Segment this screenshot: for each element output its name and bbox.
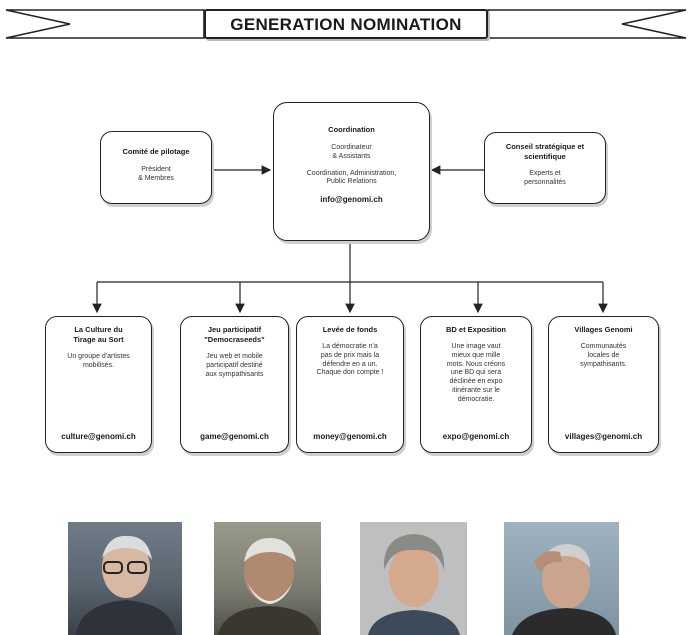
steering-committee-line-2: & Membres (138, 174, 174, 182)
sub-box-title-2: "Democraseeds" (204, 335, 265, 344)
sub-box-text-line: mots. Nous créons (446, 360, 506, 368)
sub-box-text-line: pas de prix mais la (320, 351, 380, 359)
sub-box-title: Villages Genomi (574, 325, 633, 334)
sub-box-text-line: participatif destiné (206, 361, 263, 369)
sub-box-text-line: Un groupe d'artistes (67, 353, 130, 360)
left-ribbon (5, 9, 205, 39)
sub-box-title: Jeu participatif (207, 325, 262, 334)
strategic-council-title-1: Conseil stratégique et (505, 142, 585, 151)
coordination-line-1: Coordinateur (331, 144, 372, 151)
sub-box-email: money@genomi.ch (313, 432, 387, 441)
sub-box-text-line: itinérante sur le (452, 386, 500, 394)
strategic-council-line-1: Experts et (529, 170, 561, 177)
sub-box-email: culture@genomi.ch (61, 432, 136, 441)
sub-box-2: Jeu participatif"Democraseeds" Jeu web et… (180, 316, 289, 453)
sub-box-email: game@genomi.ch (200, 432, 269, 441)
portrait-photo-1 (68, 522, 182, 635)
portrait-photo-2 (214, 522, 321, 635)
coordination-line-3: Coordination, Administration, (306, 169, 397, 177)
sub-box-text-line: déclinée en expo (449, 378, 503, 386)
sub-box-title: Levée de fonds (322, 325, 378, 334)
sub-box-text-line: La démocratie n'a (322, 343, 378, 350)
steering-committee-box: Comité de pilotage Président & Membres (100, 131, 212, 204)
page-title: GENERATION NOMINATION (204, 9, 488, 39)
sub-box-text-line: une BD qui sera (450, 369, 502, 377)
portrait-photo-3 (360, 522, 467, 635)
strategic-council-line-2: personnalités (524, 178, 566, 186)
sub-box-email: expo@genomi.ch (442, 432, 510, 441)
sub-box-text-line: Chaque don compte ! (316, 369, 384, 377)
strategic-council-title-2: scientifique (524, 152, 566, 161)
sub-box-title-2: Tirage au Sort (73, 335, 124, 344)
coordination-email: info@genomi.ch (320, 195, 383, 205)
coordination-box: Coordination Coordinateur & Assistants C… (273, 102, 430, 241)
sub-box-text-line: aux sympathisants (205, 370, 264, 378)
sub-box-text-line: mieux que mille (451, 351, 501, 359)
sub-box-text-line: locales de (587, 351, 620, 359)
sub-box-email: villages@genomi.ch (564, 432, 643, 441)
steering-committee-title: Comité de pilotage (122, 147, 190, 156)
sub-box-text-line: démocratie. (457, 395, 495, 403)
sub-box-text-line: mobilisés. (82, 361, 115, 369)
coordination-line-4: Public Relations (326, 178, 377, 186)
coordination-title: Coordination (328, 125, 375, 134)
sub-box-title: La Culture du (74, 325, 123, 334)
right-ribbon (487, 9, 687, 39)
sub-box-text-line: défendre en a un. (322, 360, 378, 368)
coordination-line-2: & Assistants (332, 152, 371, 160)
sub-box-text-line: sympathisants. (580, 360, 627, 368)
portrait-photo-4 (504, 522, 619, 635)
sub-box-text-line: Une image vaut (451, 343, 501, 350)
sub-box-text-line: Communautés (580, 343, 627, 350)
sub-box-text-line: Jeu web et mobile (206, 353, 263, 360)
strategic-council-box: Conseil stratégique et scientifique Expe… (484, 132, 606, 204)
steering-committee-line-1: Président (141, 166, 171, 173)
sub-box-title: BD et Exposition (445, 325, 506, 334)
